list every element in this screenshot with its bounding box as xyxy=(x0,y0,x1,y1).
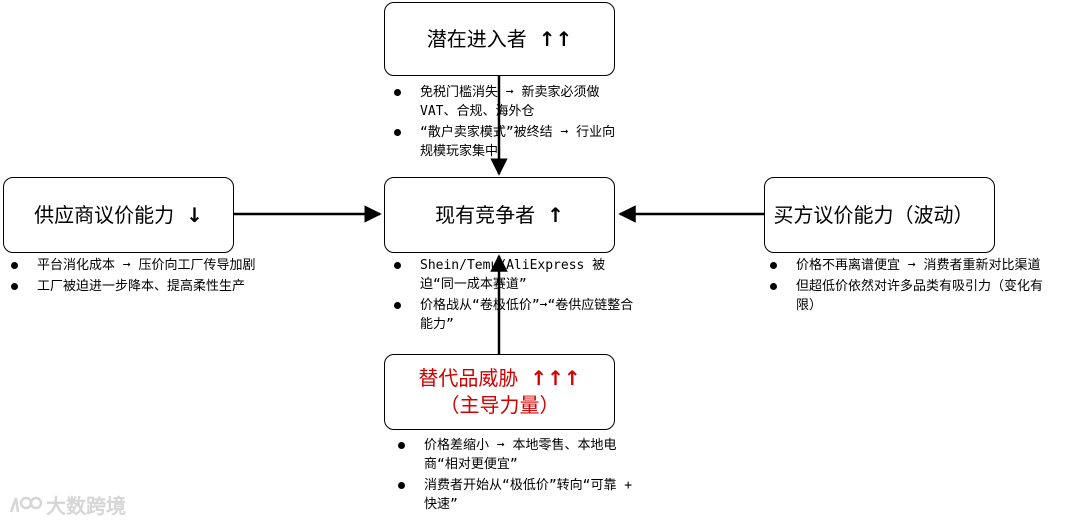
watermark: 大数跨境 xyxy=(8,490,126,519)
node-label: 现有竞争者 xyxy=(435,202,536,227)
note-item: 价格战从“卷极低价”➞“卷供应链整合能力” xyxy=(392,296,638,334)
node-buyer-power: 买方议价能力（波动） xyxy=(764,177,995,253)
trend-arrows: ↑↑ xyxy=(538,26,573,51)
trend-arrows: ↑ xyxy=(547,202,564,227)
notes-existing-competitors: Shein/Temu/AliExpress 被迫“同一成本赛道” 价格战从“卷极… xyxy=(392,256,638,336)
note-item: 平台消化成本 ➞ 压价向工厂传导加剧 xyxy=(9,256,289,275)
node-label: 替代品威胁 xyxy=(418,366,519,390)
note-item: “散户卖家模式”被终结 ➞ 行业向规模玩家集中 xyxy=(392,123,624,161)
node-potential-entrants: 潜在进入者 ↑↑ xyxy=(384,2,615,76)
node-sublabel: （主导力量） xyxy=(439,393,560,417)
note-item: 工厂被迫进一步降本、提高柔性生产 xyxy=(9,277,289,296)
node-existing-competitors: 现有竞争者 ↑ xyxy=(384,177,615,253)
notes-supplier-power: 平台消化成本 ➞ 压价向工厂传导加剧 工厂被迫进一步降本、提高柔性生产 xyxy=(9,256,289,298)
notes-substitute-threat: 价格差缩小 ➞ 本地零售、本地电商“相对更便宜” 消费者开始从“极低价”转向“可… xyxy=(396,436,642,516)
note-item: 但超低价依然对许多品类有吸引力（变化有限） xyxy=(768,277,1058,315)
trend-arrows: ↓ xyxy=(186,202,203,227)
watermark-logo-icon xyxy=(9,496,42,512)
note-item: 价格差缩小 ➞ 本地零售、本地电商“相对更便宜” xyxy=(396,436,642,474)
note-item: Shein/Temu/AliExpress 被迫“同一成本赛道” xyxy=(392,256,638,294)
note-item: 价格不再离谱便宜 ➞ 消费者重新对比渠道 xyxy=(768,256,1058,275)
node-label: 潜在进入者 xyxy=(426,26,527,51)
node-label: 买方议价能力（波动） xyxy=(773,202,974,227)
watermark-text: 大数跨境 xyxy=(46,494,126,518)
node-label: 供应商议价能力 xyxy=(34,202,175,227)
note-item: 消费者开始从“极低价”转向“可靠 + 快速” xyxy=(396,476,642,514)
node-supplier-power: 供应商议价能力 ↓ xyxy=(3,177,234,253)
notes-potential-entrants: 免税门槛消失 ➞ 新卖家必须做 VAT、合规、海外仓 “散户卖家模式”被终结 ➞… xyxy=(392,83,624,163)
node-substitute-threat: 替代品威胁 ↑↑↑ （主导力量） xyxy=(384,354,615,430)
note-item: 免税门槛消失 ➞ 新卖家必须做 VAT、合规、海外仓 xyxy=(392,83,624,121)
notes-buyer-power: 价格不再离谱便宜 ➞ 消费者重新对比渠道 但超低价依然对许多品类有吸引力（变化有… xyxy=(768,256,1058,317)
trend-arrows: ↑↑↑ xyxy=(530,366,581,390)
